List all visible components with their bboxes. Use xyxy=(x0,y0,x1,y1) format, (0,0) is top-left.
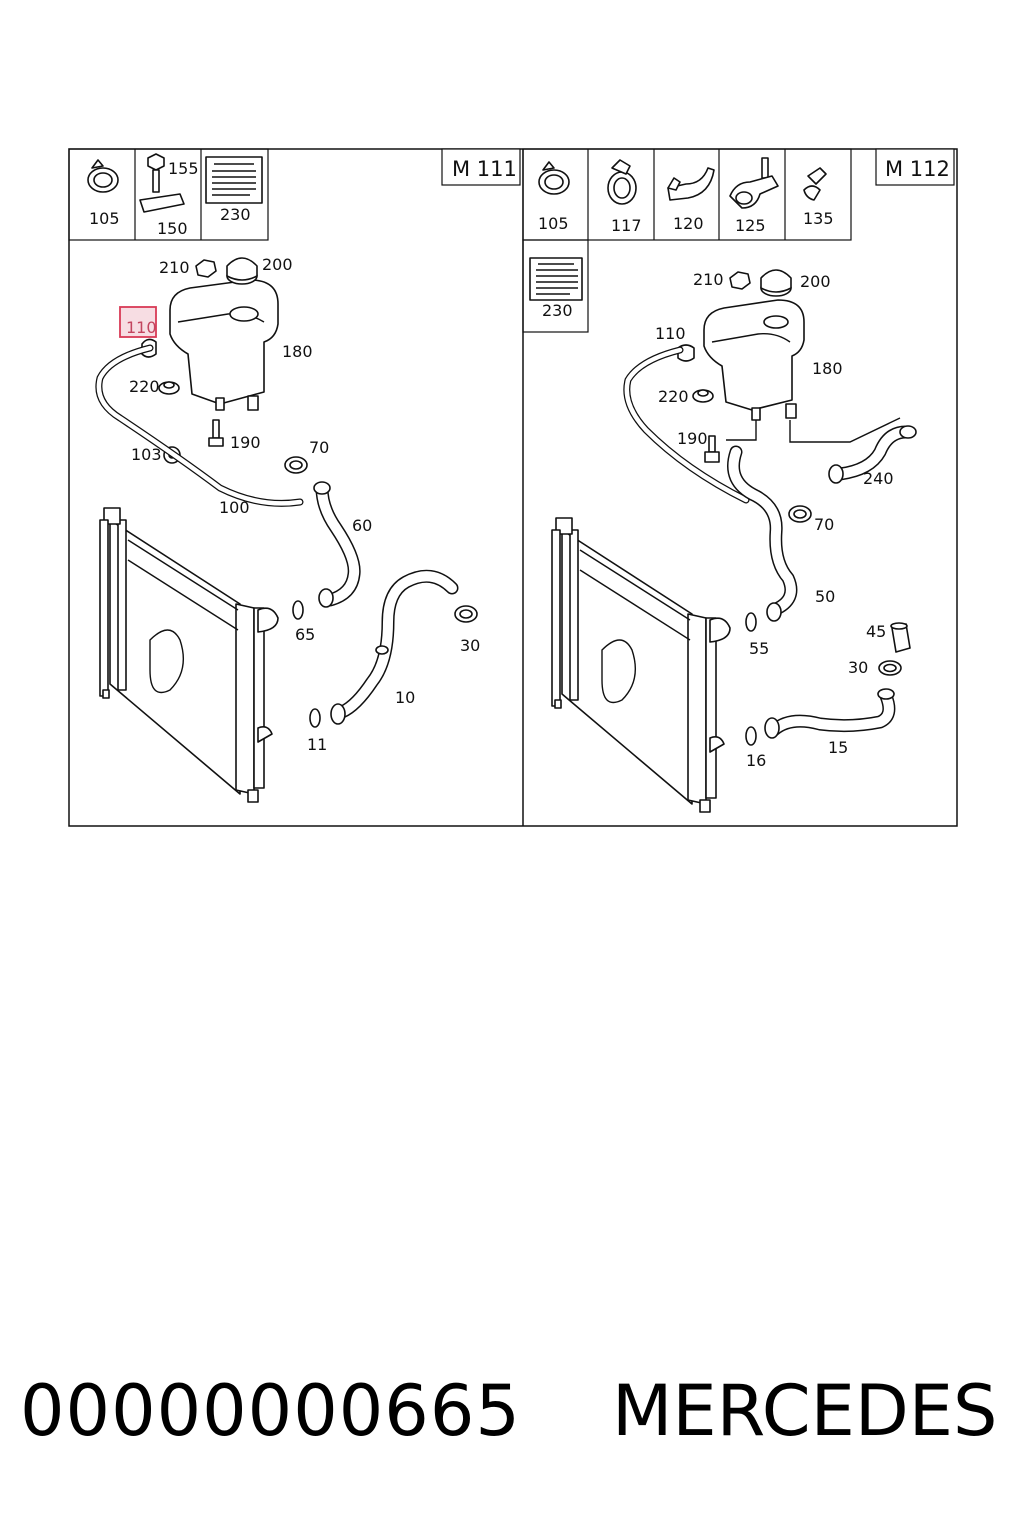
radiator xyxy=(551,517,731,813)
grommet-icon xyxy=(692,389,714,403)
engine-label-m111: M 111 xyxy=(452,157,517,181)
part-label: 120 xyxy=(673,214,704,233)
part-label: 60 xyxy=(352,516,372,535)
clip-icon xyxy=(803,167,827,201)
hose-clamp-icon xyxy=(538,161,570,195)
part-label: 190 xyxy=(230,433,261,452)
part-label: 105 xyxy=(538,214,569,233)
part-label: 103 xyxy=(131,445,162,464)
part-label: 220 xyxy=(129,377,160,396)
part-label: 110 xyxy=(655,324,686,343)
sensor-icon xyxy=(208,419,224,447)
part-label: 230 xyxy=(220,205,251,224)
expansion-tank xyxy=(703,299,805,421)
part-label: 190 xyxy=(677,429,708,448)
grommet-icon xyxy=(158,381,180,395)
part-label: 135 xyxy=(803,209,834,228)
o-ring-icon xyxy=(309,708,321,728)
bracket-icon xyxy=(729,157,779,209)
part-label: 65 xyxy=(295,625,315,644)
sensor-icon xyxy=(704,435,720,463)
hose-clip-icon xyxy=(667,167,715,201)
expansion-tank xyxy=(169,279,279,411)
part-label: 240 xyxy=(863,469,894,488)
warning-sticker-icon xyxy=(205,156,263,204)
nut-icon xyxy=(195,259,217,278)
part-label: 105 xyxy=(89,209,120,228)
part-label: 10 xyxy=(395,688,415,707)
part-label: 117 xyxy=(611,216,642,235)
part-label: 30 xyxy=(460,636,480,655)
part-label: 150 xyxy=(157,219,188,238)
brand-name: MERCEDES xyxy=(612,1370,998,1452)
part-label: 45 xyxy=(866,622,886,641)
warning-sticker-icon xyxy=(529,257,583,301)
band-clamp-icon xyxy=(607,159,637,205)
part-label: 15 xyxy=(828,738,848,757)
sleeve-icon xyxy=(890,622,911,653)
part-label: 30 xyxy=(848,658,868,677)
radiator xyxy=(99,507,279,803)
o-ring-icon xyxy=(292,600,304,620)
o-ring-icon xyxy=(745,612,757,632)
hose-clamp-icon xyxy=(87,159,119,193)
bolt-icon xyxy=(139,153,185,213)
highlighted-part-label[interactable]: 110 xyxy=(126,318,157,337)
part-label: 220 xyxy=(658,387,689,406)
hose-clamp-icon xyxy=(454,605,478,623)
part-label: 180 xyxy=(282,342,313,361)
cap-icon xyxy=(226,257,258,285)
part-label: 125 xyxy=(735,216,766,235)
hose-clamp-icon xyxy=(878,660,902,676)
part-label: 200 xyxy=(262,255,293,274)
part-label: 200 xyxy=(800,272,831,291)
panel-m112: M 112 105 117 120 125 135 xyxy=(522,148,955,813)
o-ring-icon xyxy=(745,726,757,746)
engine-label-m112: M 112 xyxy=(885,157,950,181)
part-label: 210 xyxy=(693,270,724,289)
footer: 00000000665 MERCEDES xyxy=(0,1370,1024,1480)
part-label: 55 xyxy=(749,639,769,658)
part-number: 00000000665 xyxy=(20,1370,521,1452)
panel-m111: M 111 105 155 150 230 xyxy=(68,148,521,803)
part-label: 210 xyxy=(159,258,190,277)
part-label: 230 xyxy=(542,301,573,320)
part-label: 180 xyxy=(812,359,843,378)
part-label: 16 xyxy=(746,751,766,770)
part-label: 11 xyxy=(307,735,327,754)
highlight-box xyxy=(119,306,157,338)
part-label: 70 xyxy=(309,438,329,457)
part-label: 100 xyxy=(219,498,250,517)
part-label: 50 xyxy=(815,587,835,606)
hose-clamp-icon xyxy=(284,456,308,474)
hose-clamp-icon xyxy=(788,505,812,523)
nut-icon xyxy=(729,271,751,290)
part-label: 70 xyxy=(814,515,834,534)
part-label: 155 xyxy=(168,159,199,178)
cap-icon xyxy=(760,269,792,297)
